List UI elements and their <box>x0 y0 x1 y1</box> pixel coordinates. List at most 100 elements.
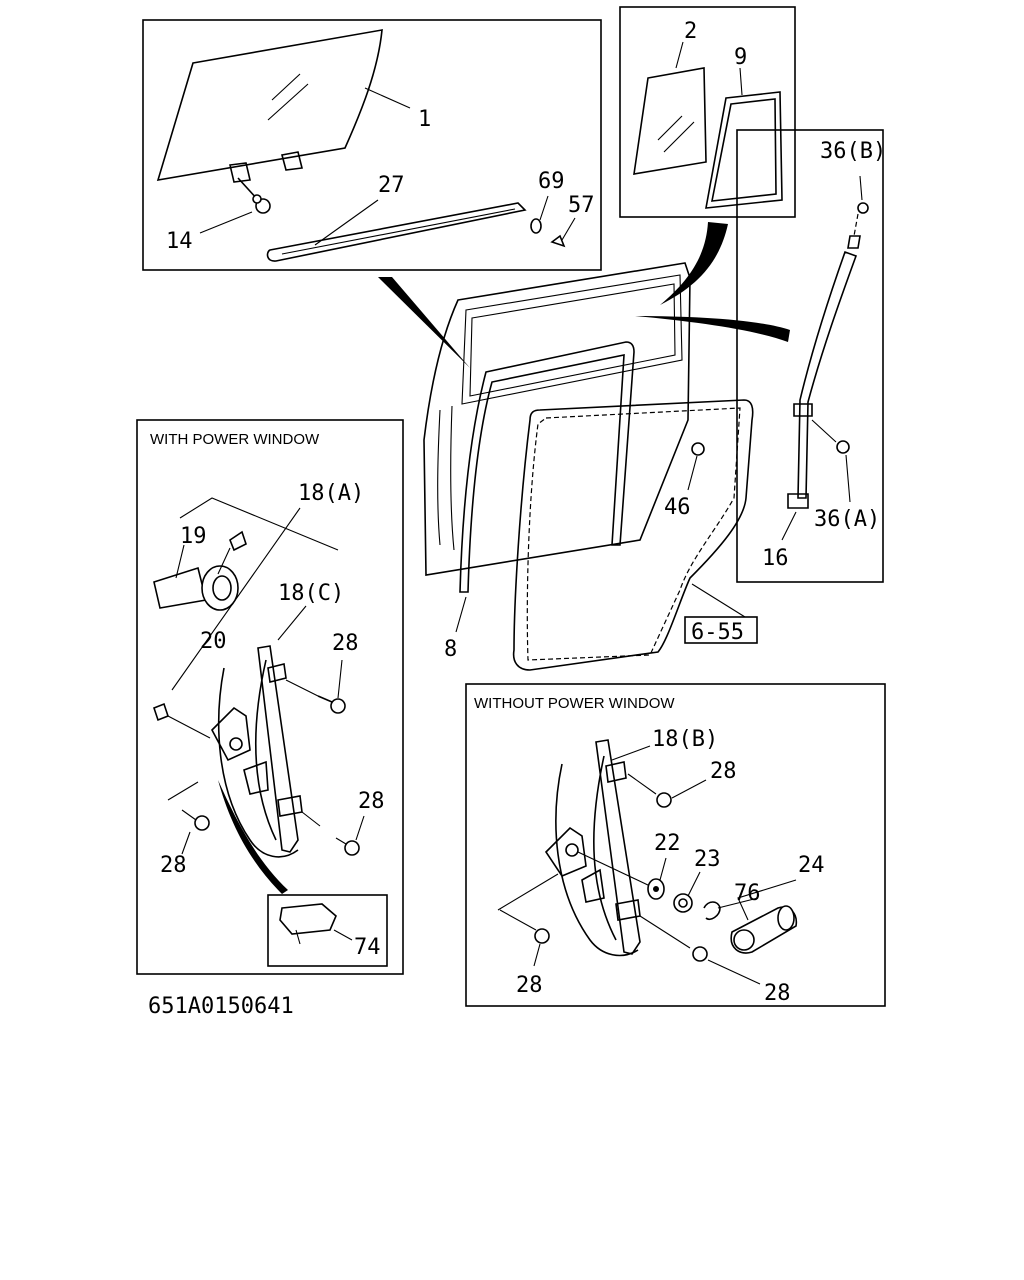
manual-window-box <box>465 683 886 1007</box>
callout-18C: 18(C) <box>278 581 344 606</box>
switch-detail-box <box>267 894 388 967</box>
clip-part <box>691 442 705 456</box>
channel-bracket <box>787 403 813 509</box>
quarter-glass-box <box>619 6 796 218</box>
callout-14: 14 <box>166 229 193 254</box>
spring-washer-part <box>678 898 688 908</box>
callout-28: 28 <box>764 981 791 1006</box>
quarter-glass-part <box>633 67 707 175</box>
leader-line <box>639 915 761 985</box>
washer-hole <box>653 886 659 892</box>
door-glass-part <box>156 29 383 182</box>
leader-line <box>497 873 559 967</box>
crank-handle-knob <box>777 905 795 931</box>
glass-bracket <box>229 151 303 183</box>
regulator-mount-bracket <box>605 761 641 921</box>
section-title-without-power-window: WITHOUT POWER WINDOW <box>474 695 675 712</box>
pointer-wedge <box>218 780 288 894</box>
weatherstrip-dashed-path <box>526 407 741 661</box>
callout-57: 57 <box>568 193 595 218</box>
center-channel-part <box>797 250 858 499</box>
leader-line <box>659 857 797 921</box>
leader-line <box>611 745 651 761</box>
regulator-mount-bracket <box>581 868 605 903</box>
leader-line <box>455 596 467 633</box>
bolt-part <box>836 440 850 454</box>
motor-connector <box>229 530 247 552</box>
regulator-drive-plate <box>544 826 587 877</box>
glass-reflection-mark <box>657 115 695 153</box>
regulator-drive-pinion <box>229 737 243 751</box>
door-weatherstrip-part <box>512 399 754 671</box>
screw-part <box>857 202 869 214</box>
regulator-mount-bracket <box>243 760 269 795</box>
callout-8: 8 <box>444 637 457 662</box>
window-regulator-rail <box>254 659 277 841</box>
leader-line <box>675 41 743 96</box>
channel-detail <box>281 208 516 255</box>
callout-27: 27 <box>378 173 405 198</box>
reference-box-label: 6-55 <box>691 620 744 645</box>
callout-9: 9 <box>734 45 747 70</box>
window-regulator-rail <box>593 755 617 941</box>
pointer-wedge <box>660 222 728 305</box>
callout-69: 69 <box>538 169 565 194</box>
quarter-seal-part <box>711 98 777 202</box>
bolt-part <box>344 840 360 856</box>
leader-line <box>199 211 253 234</box>
callout-1: 1 <box>418 107 431 132</box>
callout-76: 76 <box>734 881 761 906</box>
callout-28: 28 <box>160 853 187 878</box>
callout-46: 46 <box>664 495 691 520</box>
pointer-wedge <box>378 277 470 368</box>
bolt-part <box>330 698 346 714</box>
leader-line <box>314 199 379 246</box>
door-panel-contour <box>437 405 455 551</box>
callout-28: 28 <box>710 759 737 784</box>
leader-line <box>781 419 851 541</box>
reference-box <box>684 616 758 644</box>
leader-line <box>295 929 353 945</box>
callout-19: 19 <box>180 524 207 549</box>
window-motor-part <box>153 566 207 609</box>
window-regulator-cable <box>217 667 299 858</box>
callout-36B: 36(B) <box>820 139 886 164</box>
bolt-part <box>692 946 708 962</box>
callout-22: 22 <box>654 831 681 856</box>
regulator-mount-bracket <box>267 663 303 817</box>
callout-23: 23 <box>694 847 721 872</box>
screw-part <box>550 234 566 248</box>
glass-run-part <box>459 341 635 593</box>
section-title-with-power-window: WITH POWER WINDOW <box>150 431 320 448</box>
window-regulator-rail <box>595 739 641 955</box>
leader-line <box>859 175 863 201</box>
leader-line <box>285 659 343 699</box>
callout-18B: 18(B) <box>652 727 718 752</box>
channel-cap-part <box>847 235 861 249</box>
callout-24: 24 <box>798 853 825 878</box>
regulator-drive-pinion <box>565 843 579 857</box>
leader-line <box>167 781 199 855</box>
door-window-frame <box>461 274 683 405</box>
washer-part <box>530 218 542 234</box>
motor-gear-housing <box>212 575 232 601</box>
bolt-part <box>534 928 550 944</box>
window-regulator-cable <box>555 763 639 957</box>
crank-handle-hub <box>733 929 755 951</box>
bolt-shank <box>317 695 333 703</box>
leader-line <box>175 544 231 579</box>
diagram-code: 651A0150641 <box>148 994 294 1019</box>
leader-line <box>577 851 651 887</box>
dashed-guide <box>853 213 859 237</box>
glass-reflection-mark <box>267 73 309 121</box>
pointer-wedge <box>635 316 790 342</box>
door-window-frame <box>469 283 676 397</box>
leader-line <box>627 773 707 799</box>
regulator-drive-plate <box>211 706 251 762</box>
leader-line <box>687 455 746 618</box>
callout-28: 28 <box>358 789 385 814</box>
leader-line <box>167 715 211 739</box>
door-frame-part <box>423 262 691 576</box>
